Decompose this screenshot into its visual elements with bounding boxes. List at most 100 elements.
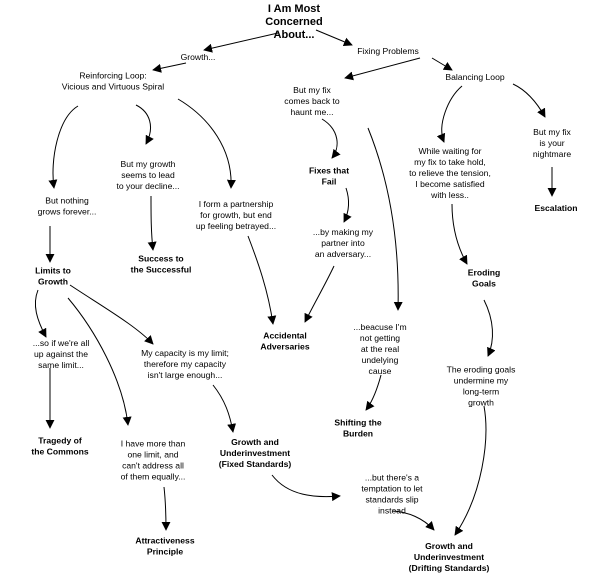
arrow-decline-to-success [147, 195, 157, 251]
node-reinforcing-line-0: Reinforcing Loop: [79, 71, 146, 81]
node-growth-line-0: Growth... [181, 52, 216, 62]
node-temptation-line-1: temptation to let [361, 484, 423, 494]
arrow-reinforcing-to-decline [135, 104, 154, 145]
node-fixing: Fixing Problems [357, 46, 419, 56]
node-root-line-0: I Am Most [268, 3, 320, 15]
arrow-fixcomes-to-notgetting [367, 127, 403, 311]
arrow-capacity-to-guifixed [212, 384, 237, 433]
node-success-line-0: Success to [138, 254, 183, 264]
node-capacity-line-2: isn't large enough... [148, 370, 223, 380]
node-soif-line-1: up against the [34, 349, 88, 359]
node-partner-line-2: up feeling betrayed... [196, 221, 276, 231]
node-fixcomes-line-0: But my fix [293, 85, 331, 95]
node-waiting-line-4: with less.. [430, 190, 469, 200]
node-partner-line-0: I form a partnership [199, 199, 274, 209]
node-partner-line-1: for growth, but end [200, 210, 272, 220]
arrow-making-to-adversaries [304, 265, 335, 323]
node-eroding-line-0: Eroding [468, 268, 500, 278]
node-soif-line-2: same limit... [38, 360, 84, 370]
node-shifting-line-1: Burden [343, 429, 373, 439]
node-erodinggoals-line-0: The eroding goals [447, 365, 516, 375]
node-capacity-line-0: My capacity is my limit; [141, 348, 229, 358]
node-attractiveness-line-0: Attractiveness [135, 536, 194, 546]
node-fixcomes-line-2: haunt me... [291, 107, 334, 117]
node-decline-line-2: to your decline... [116, 181, 179, 191]
node-fixing-line-0: Fixing Problems [357, 46, 419, 56]
node-fixesfail-line-1: Fail [322, 177, 337, 187]
node-notgetting-line-2: at the real [361, 344, 399, 354]
node-escalation: Escalation [535, 203, 578, 213]
arrow-fixing-to-fixcomes [344, 57, 421, 81]
arrow-fixing-to-balancing [431, 57, 453, 71]
node-waiting-line-0: While waiting for [418, 146, 481, 156]
node-guidrifting-line-2: (Drifting Standards) [409, 563, 490, 573]
node-making-line-2: an adversary... [315, 249, 371, 259]
node-escalation-line-0: Escalation [535, 203, 578, 213]
node-making-line-1: partner into [321, 238, 365, 248]
node-nothing-line-1: grows forever... [38, 207, 97, 217]
node-root-line-1: Concerned [265, 16, 322, 28]
arrow-reinforcing-to-partner [177, 98, 236, 189]
node-waiting-line-2: to relieve the tension, [409, 168, 491, 178]
arrow-waiting-to-eroding [451, 203, 468, 265]
node-reinforcing-line-1: Vicious and Virtuous Spiral [62, 82, 164, 92]
arrow-reinforcing-to-nothing [48, 105, 79, 189]
node-erodinggoals-line-2: long-term [463, 387, 499, 397]
node-erodinggoals-line-3: growth [468, 398, 494, 408]
node-guifixed-line-0: Growth and [231, 437, 279, 447]
node-adversaries-line-0: Accidental [263, 331, 306, 341]
arrow-fixesfail-to-making [343, 187, 352, 223]
arrow-balancing-to-nightmare [512, 83, 546, 118]
node-growth: Growth... [181, 52, 216, 62]
node-nothing-line-0: But nothing [45, 196, 89, 206]
node-notgetting-line-0: ...beacuse I'm [353, 322, 406, 332]
node-erodinggoals-line-1: undermine my [454, 376, 509, 386]
node-temptation-line-3: instead [378, 506, 406, 516]
arrow-notgetting-to-shifting [365, 374, 382, 411]
node-decline-line-0: But my growth [121, 159, 176, 169]
node-morelimit-line-1: one limit, and [127, 450, 178, 460]
node-temptation-line-0: ...but there's a [365, 473, 419, 483]
node-limits-line-0: Limits to [35, 266, 71, 276]
node-success-line-1: the Successful [131, 265, 192, 275]
arrow-partner-to-adversaries [247, 235, 277, 325]
node-morelimit-line-3: of them equally... [121, 472, 186, 482]
arrow-temptation-to-guidrifting [392, 510, 435, 531]
node-notgetting-line-1: not getting [360, 333, 400, 343]
node-attractiveness-line-1: Principle [147, 547, 184, 557]
node-balancing-line-0: Balancing Loop [445, 72, 504, 82]
node-temptation-line-2: standards slip [365, 495, 418, 505]
node-fixesfail-line-0: Fixes that [309, 166, 349, 176]
node-reinforcing: Reinforcing Loop:Vicious and Virtuous Sp… [62, 71, 164, 92]
arrow-root-to-growth [203, 32, 279, 53]
arrow-eroding-to-erodinggoals [483, 299, 496, 357]
node-nightmare-line-1: is your [539, 138, 564, 148]
arrow-limits-to-soif [34, 289, 47, 338]
node-eroding-line-1: Goals [472, 279, 496, 289]
node-tragedy-line-1: the Commons [31, 447, 89, 457]
node-nightmare-line-0: But my fix [533, 127, 571, 137]
node-guidrifting-line-0: Growth and [425, 541, 473, 551]
node-shifting-line-0: Shifting the [334, 418, 381, 428]
node-soif-line-0: ...so if we're all [33, 338, 90, 348]
arrow-balancing-to-waiting [436, 85, 463, 143]
node-notgetting-line-4: cause [369, 366, 392, 376]
